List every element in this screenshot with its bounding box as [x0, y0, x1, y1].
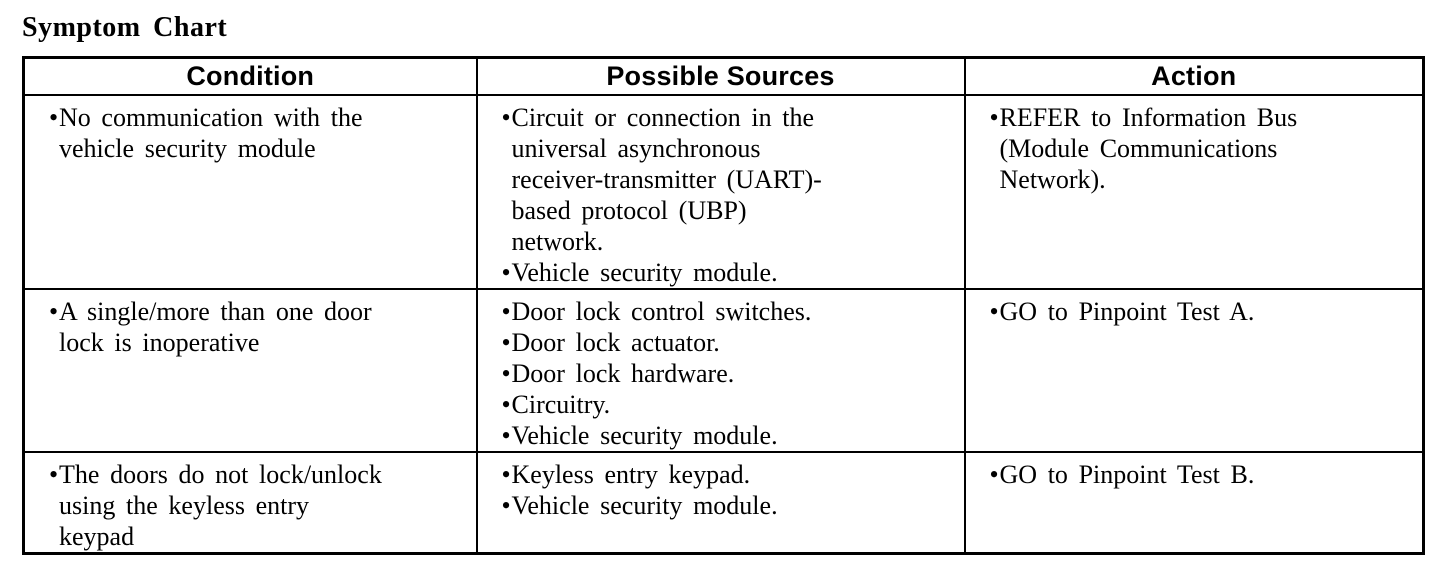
list-item: A single/more than one door lock is inop…: [29, 296, 470, 358]
action-cell: GO to Pinpoint Test A.: [963, 287, 1425, 453]
bullet-icon: [29, 102, 59, 133]
condition-list: A single/more than one door lock is inop…: [29, 296, 470, 358]
symptom-chart-table: Condition Possible Sources Action No com…: [22, 56, 1425, 555]
list-item: GO to Pinpoint Test B.: [970, 459, 1417, 490]
list-item-text: The doors do not lock/unlock using the k…: [59, 459, 382, 551]
bullet-icon: [482, 420, 512, 451]
condition-cell: The doors do not lock/unlock using the k…: [22, 450, 478, 554]
condition-cell: A single/more than one door lock is inop…: [22, 287, 478, 453]
condition-list: The doors do not lock/unlock using the k…: [29, 459, 470, 552]
possible-sources-cell: Door lock control switches. Door lock ac…: [475, 287, 966, 453]
column-header-action: Action: [963, 56, 1425, 96]
bullet-icon: [970, 296, 1000, 327]
column-header-condition: Condition: [22, 56, 478, 96]
list-item: Door lock hardware.: [482, 358, 958, 389]
bullet-icon: [482, 389, 512, 420]
table-row: No communication with the vehicle securi…: [22, 93, 1425, 290]
list-item-text: Door lock actuator.: [511, 327, 720, 357]
list-item: Vehicle security module.: [482, 257, 958, 288]
action-list: REFER to Information Bus (Module Communi…: [970, 102, 1417, 195]
list-item-text: REFER to Information Bus (Module Communi…: [999, 102, 1298, 194]
list-item: Circuit or connection in the universal a…: [482, 102, 958, 257]
action-cell: GO to Pinpoint Test B.: [963, 450, 1425, 554]
list-item: Keyless entry keypad.: [482, 459, 958, 490]
bullet-icon: [482, 257, 512, 288]
sources-list: Circuit or connection in the universal a…: [482, 102, 958, 288]
list-item: Door lock actuator.: [482, 327, 958, 358]
list-item: GO to Pinpoint Test A.: [970, 296, 1417, 327]
list-item: Door lock control switches.: [482, 296, 958, 327]
table-row: The doors do not lock/unlock using the k…: [22, 450, 1425, 554]
list-item-text: Door lock hardware.: [511, 358, 735, 388]
list-item-text: Vehicle security module.: [511, 420, 778, 450]
bullet-icon: [482, 490, 512, 521]
list-item-text: Circuit or connection in the universal a…: [511, 102, 822, 256]
bullet-icon: [970, 102, 1000, 133]
bullet-icon: [482, 296, 512, 327]
possible-sources-cell: Circuit or connection in the universal a…: [475, 93, 966, 290]
column-header-possible-sources: Possible Sources: [475, 56, 966, 96]
list-item: Circuitry.: [482, 389, 958, 420]
page-title: Symptom Chart: [22, 12, 228, 43]
list-item-text: A single/more than one door lock is inop…: [59, 296, 372, 357]
list-item-text: Vehicle security module.: [511, 257, 778, 287]
sources-list: Door lock control switches. Door lock ac…: [482, 296, 958, 451]
bullet-icon: [482, 459, 512, 490]
list-item: Vehicle security module.: [482, 420, 958, 451]
bullet-icon: [29, 296, 59, 327]
possible-sources-cell: Keyless entry keypad. Vehicle security m…: [475, 450, 966, 554]
condition-cell: No communication with the vehicle securi…: [22, 93, 478, 290]
list-item-text: Vehicle security module.: [511, 490, 778, 520]
table-row: A single/more than one door lock is inop…: [22, 287, 1425, 453]
list-item: The doors do not lock/unlock using the k…: [29, 459, 470, 552]
bullet-icon: [482, 102, 512, 133]
list-item-text: GO to Pinpoint Test A.: [999, 296, 1255, 326]
list-item: REFER to Information Bus (Module Communi…: [970, 102, 1417, 195]
action-list: GO to Pinpoint Test A.: [970, 296, 1417, 327]
action-cell: REFER to Information Bus (Module Communi…: [963, 93, 1425, 290]
condition-list: No communication with the vehicle securi…: [29, 102, 470, 164]
list-item: Vehicle security module.: [482, 490, 958, 521]
bullet-icon: [970, 459, 1000, 490]
action-list: GO to Pinpoint Test B.: [970, 459, 1417, 490]
table-header-row: Condition Possible Sources Action: [22, 56, 1425, 96]
sources-list: Keyless entry keypad. Vehicle security m…: [482, 459, 958, 521]
list-item-text: Door lock control switches.: [511, 296, 812, 326]
list-item-text: GO to Pinpoint Test B.: [999, 459, 1255, 489]
bullet-icon: [482, 358, 512, 389]
list-item-text: No communication with the vehicle securi…: [59, 102, 363, 163]
list-item: No communication with the vehicle securi…: [29, 102, 470, 164]
bullet-icon: [29, 459, 59, 490]
list-item-text: Keyless entry keypad.: [511, 459, 751, 489]
list-item-text: Circuitry.: [511, 389, 611, 419]
bullet-icon: [482, 327, 512, 358]
